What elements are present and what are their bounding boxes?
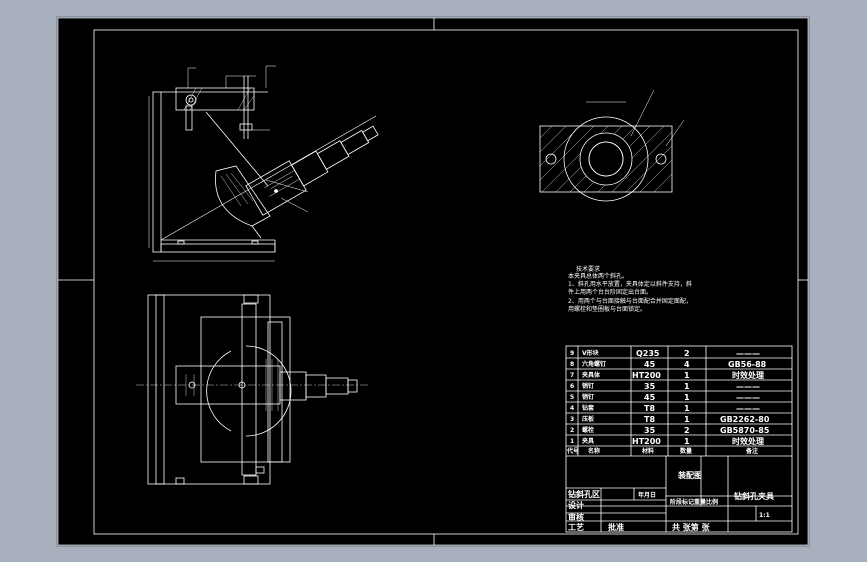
svg-text:HT200: HT200 <box>632 371 661 380</box>
svg-text:批准: 批准 <box>608 522 624 532</box>
svg-text:45: 45 <box>644 360 656 369</box>
svg-text:4: 4 <box>684 360 690 369</box>
svg-text:HT200: HT200 <box>632 437 661 446</box>
svg-text:阶段标记重量比例: 阶段标记重量比例 <box>670 498 718 506</box>
drawing-canvas: 技术要求 本夹具总体两个斜孔。 1、斜孔用水平放置，夹具体定以斜件支持，斜 件上… <box>57 17 809 546</box>
svg-text:螺栓: 螺栓 <box>582 426 594 434</box>
svg-text:GB56-88: GB56-88 <box>728 360 767 369</box>
svg-text:1:1: 1:1 <box>759 512 770 519</box>
svg-text:夹具: 夹具 <box>582 437 594 445</box>
svg-text:代号: 代号 <box>566 447 579 455</box>
svg-text:2: 2 <box>684 426 690 435</box>
cad-viewport[interactable]: 技术要求 本夹具总体两个斜孔。 1、斜孔用水平放置，夹具体定以斜件支持，斜 件上… <box>56 16 810 547</box>
svg-text:1、斜孔用水平放置，夹具体定以斜件支持，斜: 1、斜孔用水平放置，夹具体定以斜件支持，斜 <box>568 280 692 288</box>
svg-text:本夹具总体两个斜孔。: 本夹具总体两个斜孔。 <box>568 272 628 280</box>
svg-text:3: 3 <box>570 416 574 423</box>
svg-text:钻斜孔区: 钻斜孔区 <box>568 489 600 499</box>
tech-title: 技术要求 <box>576 265 600 273</box>
svg-text:件上用两个台台阶固定出台面。: 件上用两个台台阶固定出台面。 <box>568 288 652 296</box>
svg-text:名称: 名称 <box>588 447 600 455</box>
svg-text:数量: 数量 <box>680 447 692 455</box>
svg-text:1: 1 <box>684 404 690 413</box>
svg-text:年月日: 年月日 <box>638 491 656 499</box>
svg-text:6: 6 <box>570 383 574 390</box>
svg-text:Q235: Q235 <box>636 349 660 358</box>
svg-text:———: ——— <box>736 382 760 391</box>
svg-text:2: 2 <box>570 427 574 434</box>
svg-text:2、用两个与台面接触与台面配合并固定面配，: 2、用两个与台面接触与台面配合并固定面配， <box>568 297 692 305</box>
svg-text:夹具体: 夹具体 <box>582 371 601 379</box>
svg-text:1: 1 <box>570 438 574 445</box>
svg-text:用螺栓和垫圈板与台面锁定。: 用螺栓和垫圈板与台面锁定。 <box>568 305 646 313</box>
svg-text:35: 35 <box>644 382 656 391</box>
svg-text:V形块: V形块 <box>582 349 600 357</box>
parts-table-text: 9 V形块 Q235 2 ——— 8 六角螺钉 45 4 GB56-88 7 夹… <box>566 349 774 532</box>
svg-text:T8: T8 <box>644 404 655 413</box>
svg-text:六角螺钉: 六角螺钉 <box>582 360 606 368</box>
outer-frame <box>57 17 809 546</box>
svg-text:2: 2 <box>684 349 690 358</box>
svg-text:T8: T8 <box>644 415 655 424</box>
svg-text:9: 9 <box>570 350 574 357</box>
svg-text:———: ——— <box>736 393 760 402</box>
svg-text:共 张第 张: 共 张第 张 <box>672 522 711 532</box>
svg-text:工艺: 工艺 <box>568 522 584 532</box>
svg-text:设计: 设计 <box>568 500 584 510</box>
svg-text:7: 7 <box>570 372 574 379</box>
svg-text:1: 1 <box>684 415 690 424</box>
parts-table <box>565 345 793 533</box>
svg-text:钻套: 钻套 <box>582 404 594 412</box>
top-view <box>136 294 368 485</box>
drawing-type: 装配图 <box>677 470 702 480</box>
svg-text:GB5870-85: GB5870-85 <box>720 426 770 435</box>
svg-text:销钉: 销钉 <box>582 393 594 401</box>
part-name: 钻斜孔夹具 <box>734 491 774 501</box>
svg-text:备注: 备注 <box>745 447 758 455</box>
svg-text:4: 4 <box>570 405 574 412</box>
front-view <box>148 65 379 262</box>
svg-text:材料: 材料 <box>641 447 654 455</box>
svg-text:45: 45 <box>644 393 656 402</box>
svg-text:审核: 审核 <box>568 512 584 522</box>
svg-text:1: 1 <box>684 393 690 402</box>
side-view <box>539 89 685 202</box>
svg-text:时效处理: 时效处理 <box>732 436 764 446</box>
svg-text:1: 1 <box>684 371 690 380</box>
technical-requirements: 技术要求 本夹具总体两个斜孔。 1、斜孔用水平放置，夹具体定以斜件支持，斜 件上… <box>568 265 692 313</box>
svg-text:1: 1 <box>684 382 690 391</box>
svg-text:8: 8 <box>570 361 574 368</box>
svg-text:GB2262-80: GB2262-80 <box>720 415 770 424</box>
svg-text:35: 35 <box>644 426 656 435</box>
svg-text:压板: 压板 <box>582 415 595 423</box>
svg-text:时效处理: 时效处理 <box>732 370 764 380</box>
svg-text:———: ——— <box>736 349 760 358</box>
svg-text:———: ——— <box>736 404 760 413</box>
svg-text:1: 1 <box>684 437 690 446</box>
svg-text:5: 5 <box>570 394 574 401</box>
svg-text:销钉: 销钉 <box>582 382 594 390</box>
drawing-border <box>93 29 799 535</box>
